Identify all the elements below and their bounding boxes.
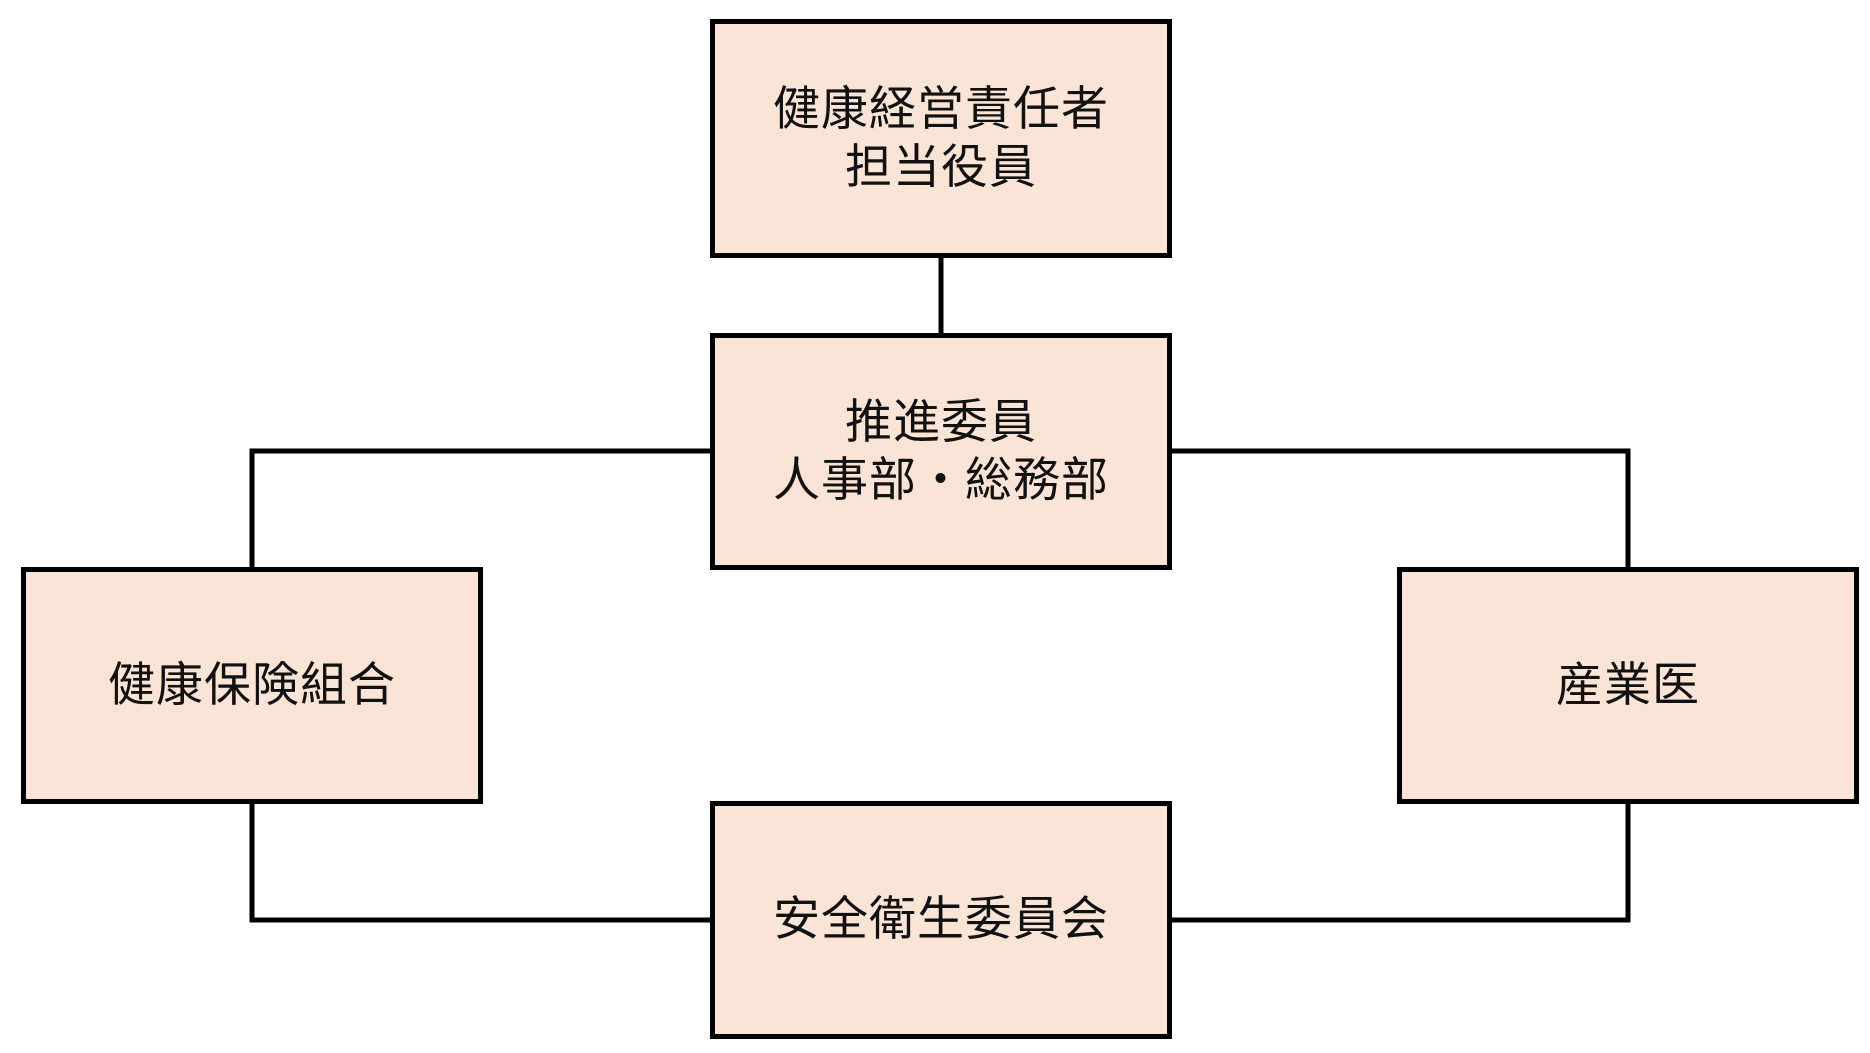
node-union-line-1: 健康保険組合 [108, 657, 396, 713]
node-safety-line-1: 安全衛生委員会 [773, 892, 1109, 948]
edge-doctor-safety [1169, 801, 1631, 923]
node-industrial-physician: 産業医 [1397, 567, 1859, 804]
node-promotion-committee: 推進委員 人事部・総務部 [710, 333, 1172, 570]
node-promo-line-2: 人事部・総務部 [773, 452, 1109, 508]
node-exec-line-1: 健康経営責任者 [773, 82, 1109, 138]
edge-promo-doctor [1169, 448, 1631, 570]
node-health-management-officer: 健康経営責任者 担当役員 [710, 19, 1172, 258]
edge-union-safety [249, 801, 713, 923]
edge-promo-union [249, 448, 713, 570]
node-promo-line-1: 推進委員 [845, 395, 1037, 451]
node-exec-line-2: 担当役員 [845, 139, 1037, 195]
node-safety-health-committee: 安全衛生委員会 [710, 801, 1172, 1039]
node-doctor-line-1: 産業医 [1556, 657, 1700, 713]
node-health-insurance-union: 健康保険組合 [21, 567, 483, 804]
